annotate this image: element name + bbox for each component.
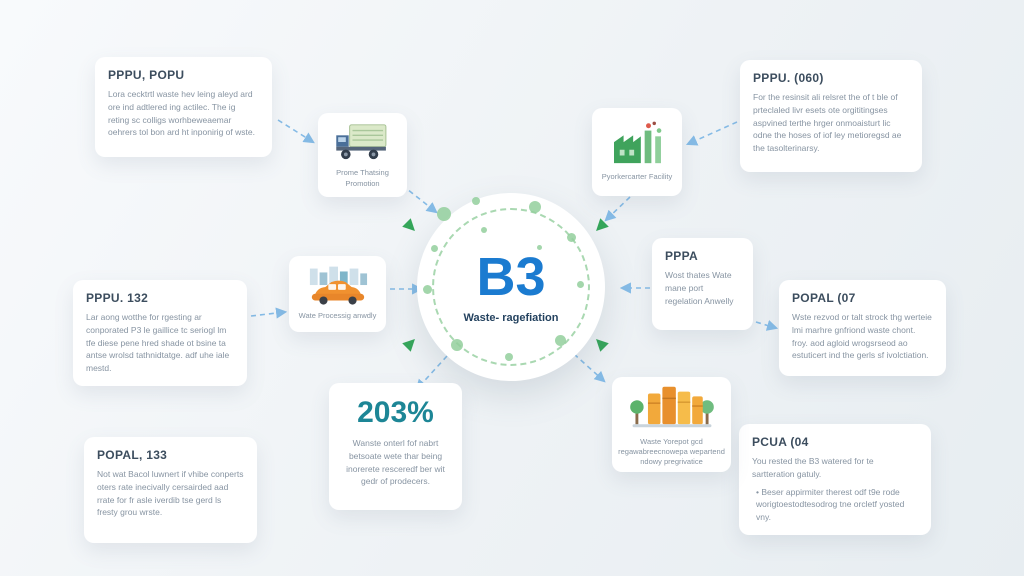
decor-dot bbox=[529, 201, 541, 213]
decor-dot bbox=[577, 281, 584, 288]
card-top-right: PPPU. (060) For the resinsit ali relsret… bbox=[740, 60, 922, 172]
icon-caption: Wate Processig anwdly bbox=[298, 311, 377, 321]
card-body: For the resinsit ali relsret the of t bl… bbox=[753, 92, 902, 153]
card-top-left: PPPU, POPU Lora cecktrtl waste hev leing… bbox=[95, 57, 272, 157]
card-left: PPPU. 132 Lar aong wotthe for rgesting a… bbox=[73, 280, 247, 386]
card-heading: PPPU. (060) bbox=[753, 71, 824, 85]
icon-caption: Prome Thatsing Promotion bbox=[336, 168, 389, 188]
card-pppa: PPPA Wost thates Wate mane port regelati… bbox=[652, 238, 753, 330]
card-body: Lar aong wotthe for rgesting ar conporat… bbox=[86, 312, 230, 373]
icon-card-car: Wate Processig anwdly bbox=[289, 256, 386, 332]
icon-caption: Waste Yorepot gcd regawabreecnowepa wepa… bbox=[618, 436, 725, 467]
card-right: POPAL (07 Wste rezvod or talt strock thg… bbox=[779, 280, 946, 376]
icon-card-barrels: Waste Yorepot gcd regawabreecnowepa wepa… bbox=[612, 377, 731, 472]
card-bottom-left: POPAL, 133 Not wat Bacol luwnert if vhib… bbox=[84, 437, 257, 543]
decor-dot bbox=[567, 233, 576, 242]
decor-dot bbox=[437, 207, 451, 221]
connector-topright-factory bbox=[685, 121, 738, 146]
center-hub: B3 Waste- ragefiation bbox=[417, 193, 605, 381]
stat-value: 203% bbox=[357, 396, 434, 429]
card-body: Lora cecktrtl waste hev leing aleyd ard … bbox=[108, 89, 255, 138]
card-bottom-right: PCUA (04 You rested the B3 watered for t… bbox=[739, 424, 931, 535]
decor-dot bbox=[472, 197, 480, 205]
card-body: Wost thates Wate mane port regelation An… bbox=[665, 270, 734, 306]
barrels-icon bbox=[628, 382, 716, 432]
factory-icon bbox=[608, 121, 666, 167]
decor-dot bbox=[555, 335, 566, 346]
decor-dot bbox=[451, 339, 463, 351]
car-icon bbox=[307, 266, 369, 306]
card-body: Not wat Bacol luwnert if vhibe conperts … bbox=[97, 469, 244, 518]
card-heading: PCUA (04 bbox=[752, 435, 809, 449]
card-heading: PPPU, POPU bbox=[108, 68, 185, 82]
card-heading: POPAL (07 bbox=[792, 291, 856, 305]
card-heading: PPPU. 132 bbox=[86, 291, 149, 305]
card-heading: PPPA bbox=[665, 249, 698, 263]
connector-topleft-truck bbox=[277, 119, 315, 144]
stat-body: Wanste onterl fof nabrt betsoate wete th… bbox=[346, 438, 445, 487]
center-circle: B3 Waste- ragefiation bbox=[417, 193, 605, 381]
decor-dot bbox=[423, 285, 432, 294]
icon-card-truck: Prome Thatsing Promotion bbox=[318, 113, 407, 197]
dashed-ring bbox=[432, 208, 590, 366]
connector-left-car bbox=[250, 307, 288, 319]
truck-icon bbox=[334, 121, 392, 163]
icon-card-factory: Pyorkercarter Facility bbox=[592, 108, 682, 196]
card-bullet: • Beser appirmiter therest odf t9e rode … bbox=[756, 486, 905, 523]
decor-dot bbox=[505, 353, 513, 361]
decor-dot bbox=[431, 245, 438, 252]
card-body: You rested the B3 watered for te sartter… bbox=[752, 456, 874, 479]
connector-factory-center bbox=[604, 196, 631, 222]
decor-dot bbox=[481, 227, 487, 233]
decor-dot bbox=[537, 245, 542, 250]
connector-pppa-right bbox=[755, 320, 779, 331]
card-body: Wste rezvod or talt strock thg werteie l… bbox=[792, 312, 932, 361]
card-heading: POPAL, 133 bbox=[97, 448, 168, 462]
card-stat: 203% Wanste onterl fof nabrt betsoate we… bbox=[329, 383, 462, 510]
icon-caption: Pyorkercarter Facility bbox=[601, 172, 673, 182]
